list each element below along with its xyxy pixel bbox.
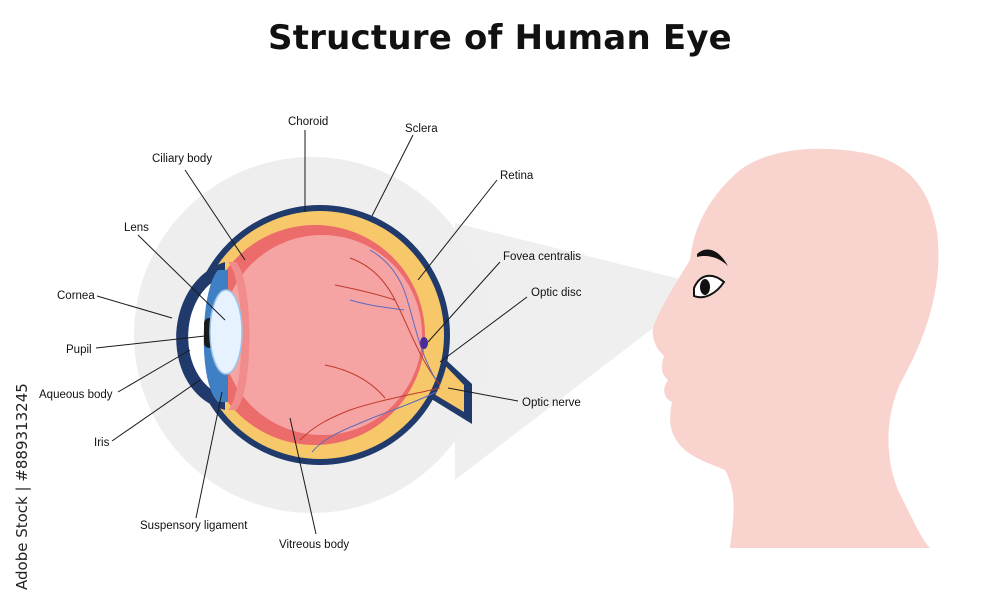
label-suspensory-ligament: Suspensory ligament [140, 520, 248, 532]
label-sclera: Sclera [405, 123, 438, 135]
label-aqueous-body: Aqueous body [39, 389, 113, 401]
page-title: Structure of Human Eye [268, 18, 732, 58]
label-iris: Iris [94, 437, 110, 449]
label-vitreous-body: Vitreous body [279, 539, 349, 551]
leader-lines [95, 130, 528, 535]
label-fovea-centralis: Fovea centralis [503, 251, 581, 263]
stock-credit: Adobe Stock | #889313245 [13, 383, 31, 590]
label-choroid: Choroid [288, 116, 328, 128]
head-silhouette [652, 148, 939, 548]
label-lens: Lens [124, 222, 149, 234]
view-beam [455, 223, 700, 480]
label-optic-disc: Optic disc [531, 287, 582, 299]
fovea-mark [420, 337, 428, 349]
ciliary-body-shape [228, 262, 250, 410]
head-iris [700, 279, 710, 295]
vitreous-body-shape [222, 235, 422, 435]
label-retina: Retina [500, 170, 534, 182]
label-cornea: Cornea [57, 290, 95, 302]
lens-shape [209, 289, 243, 375]
label-pupil: Pupil [66, 344, 92, 356]
eyebrow-shape [697, 249, 728, 266]
label-optic-nerve: Optic nerve [522, 397, 581, 409]
cornea-shape [176, 262, 225, 410]
label-ciliary-body: Ciliary body [152, 153, 212, 165]
blood-vessels [299, 249, 441, 453]
